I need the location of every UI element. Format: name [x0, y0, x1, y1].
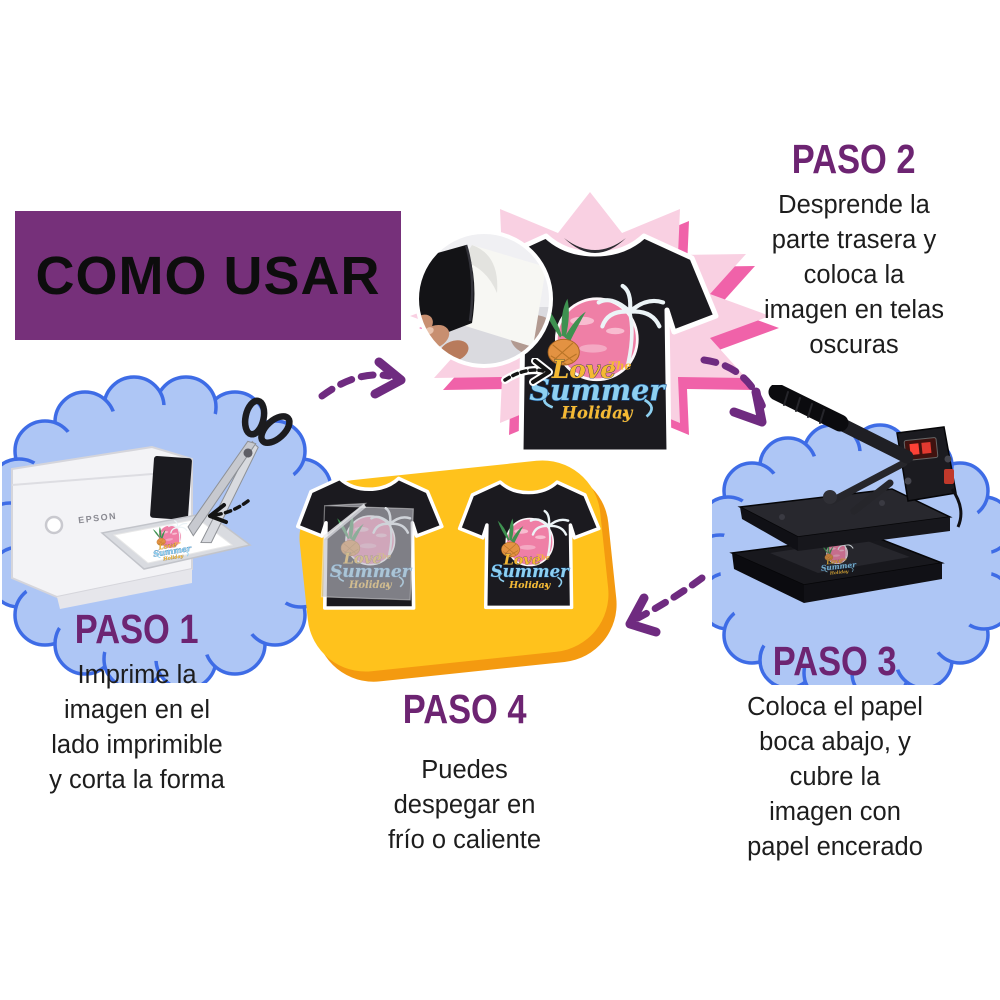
- printer-base: [57, 569, 192, 609]
- press-knob: [823, 490, 837, 504]
- cut-arrow-icon: [208, 499, 250, 524]
- press-cable: [950, 488, 963, 528]
- press-tower: [896, 426, 963, 528]
- transfer-film-overlay: [320, 502, 414, 601]
- press-sheet: [770, 536, 910, 579]
- white-backing-sheet: [459, 245, 546, 347]
- page-title: COMO USAR: [35, 245, 381, 306]
- tshirt-collar: [564, 238, 626, 253]
- step-heading: PASO 3: [773, 638, 897, 684]
- transfer-paper-peel-inset: [415, 230, 553, 368]
- peel-arrow-icon: [501, 358, 553, 386]
- title-banner: COMO USAR: [15, 211, 401, 340]
- step-3-block: PASO 3 Coloca el papel boca abajo, y cub…: [714, 638, 956, 865]
- peel-photo: [417, 232, 551, 366]
- paper-curl: [462, 245, 498, 293]
- step-heading: PASO 2: [792, 136, 916, 182]
- heat-press-scene: [712, 385, 1000, 685]
- press-top-platen: [737, 488, 953, 551]
- tshirt-with-film: [295, 476, 444, 610]
- step-4-block: PASO 4 Puedes despegar en frío o calient…: [362, 686, 567, 858]
- step-description: Imprime la imagen en el lado imprimible …: [49, 661, 225, 795]
- step-description: Desprende la parte trasera y coloca la i…: [763, 191, 945, 360]
- heat-press-illustration: [729, 385, 963, 603]
- step-description: Coloca el papel boca abajo, y cubre la i…: [747, 693, 923, 862]
- press-handle: [768, 385, 914, 464]
- printer-button: [44, 515, 64, 535]
- step-1-block: PASO 1 Imprime la imagen en el lado impr…: [18, 606, 256, 798]
- paso4-scene: [295, 460, 617, 682]
- dashed-arrow-down-right-icon: [700, 356, 768, 427]
- step-heading: PASO 4: [402, 686, 527, 732]
- printer-scene: EPSON: [2, 375, 332, 683]
- ink-tank: [150, 455, 192, 521]
- main-tshirt-illustration: [468, 222, 723, 467]
- dashed-arrow-right-icon: [318, 357, 406, 400]
- step-2-block: PASO 2 Desprende la parte trasera y colo…: [738, 136, 970, 363]
- press-switch: [944, 469, 954, 484]
- step-description: Puedes despegar en frío o caliente: [387, 756, 542, 855]
- dashed-arrow-down-left-icon: [625, 574, 706, 637]
- press-linkage: [828, 459, 908, 515]
- step-heading: PASO 1: [75, 606, 199, 652]
- printer-illustration: EPSON: [11, 445, 252, 609]
- printer-brand-label: EPSON: [78, 511, 118, 526]
- scissors-icon: [187, 397, 293, 544]
